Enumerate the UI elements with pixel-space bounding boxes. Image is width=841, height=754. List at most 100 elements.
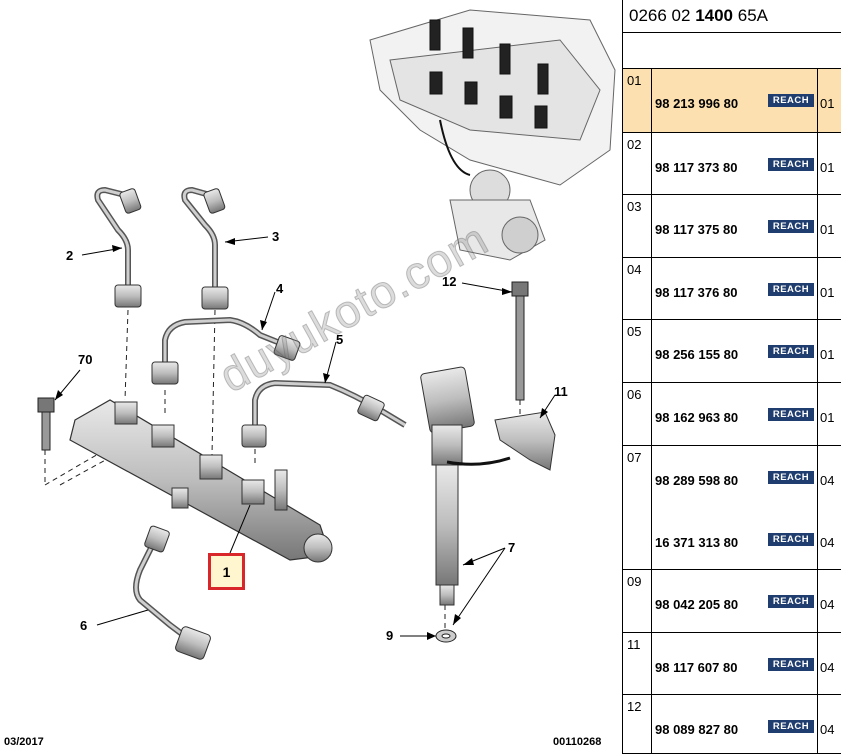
row-divider: [651, 695, 652, 753]
pipe-4: [151, 316, 301, 385]
part-reference[interactable]: 98 289 598 80: [655, 473, 739, 488]
part-quantity: 01: [820, 160, 835, 175]
callout-11[interactable]: 11: [554, 384, 568, 399]
part-reference[interactable]: 98 117 607 80: [655, 660, 738, 675]
callout-arrowheads: [55, 238, 548, 640]
row-position: 03: [627, 199, 642, 214]
exploded-parts-diagram: duyukoto.com 2 3 4 5 6 7 9 11 12 70 1 03…: [4, 9, 616, 748]
part-reference[interactable]: 98 117 376 80: [655, 285, 738, 300]
part-quantity: 04: [820, 722, 835, 737]
row-divider: [651, 383, 652, 445]
header-prefix: 0266 02: [629, 6, 696, 25]
parts-row-09[interactable]: 09 98 042 205 80 REACH 04: [623, 570, 841, 633]
callout-4[interactable]: 4: [276, 281, 284, 296]
row-position: 01: [627, 73, 642, 88]
part-quantity: 04: [820, 597, 835, 612]
parts-row-07[interactable]: 07 98 289 598 80 REACH 04 16 371 313 80 REACH…: [623, 446, 841, 570]
part-quantity: 04: [820, 473, 835, 488]
engine-overview-thumbnail: [369, 9, 616, 261]
row-divider: [817, 320, 818, 382]
panel-blank-row: [623, 33, 841, 69]
panel-header: 0266 02 1400 65A: [623, 0, 841, 33]
callout-3[interactable]: 3: [272, 229, 280, 244]
row-divider: [817, 69, 818, 132]
row-position: 05: [627, 324, 642, 339]
part-quantity: 01: [820, 222, 835, 237]
row-divider: [817, 258, 818, 319]
part-reference[interactable]: 98 117 373 80: [655, 160, 738, 175]
callout-6[interactable]: 6: [80, 618, 88, 633]
parts-row-01[interactable]: 01 98 213 996 80 REACH 01: [623, 69, 841, 133]
row-divider: [651, 570, 652, 632]
row-divider: [817, 133, 818, 194]
callout-5[interactable]: 5: [336, 332, 344, 347]
reach-badge-icon: REACH: [768, 533, 814, 546]
part-reference[interactable]: 98 117 375 80: [655, 222, 738, 237]
reach-badge-icon: REACH: [768, 283, 814, 296]
part-quantity: 01: [820, 410, 835, 425]
part-quantity: 01: [820, 96, 835, 111]
bolt-70: [37, 397, 55, 451]
row-divider: [651, 69, 652, 132]
reach-badge-icon: REACH: [768, 158, 814, 171]
parts-row-03[interactable]: 03 98 117 375 80 REACH 01: [623, 195, 841, 258]
part-quantity: 04: [820, 535, 835, 550]
part-reference[interactable]: 98 042 205 80: [655, 597, 739, 612]
part-quantity: 01: [820, 347, 835, 362]
row-position: 09: [627, 574, 642, 589]
reach-badge-icon: REACH: [768, 595, 814, 608]
row-divider: [651, 320, 652, 382]
row-position: 02: [627, 137, 642, 152]
callout-7[interactable]: 7: [508, 540, 516, 555]
part-reference[interactable]: 98 162 963 80: [655, 410, 739, 425]
washer-9: [435, 629, 457, 643]
reach-badge-icon: REACH: [768, 408, 814, 421]
row-divider: [651, 633, 652, 694]
part-reference[interactable]: 98 089 827 80: [655, 722, 739, 737]
header-bold: 1400: [695, 6, 734, 25]
header-suffix: 65A: [733, 6, 768, 25]
reach-badge-icon: REACH: [768, 471, 814, 484]
parts-row-05[interactable]: 05 98 256 155 80 REACH 01: [623, 320, 841, 383]
pipe-2: [94, 186, 142, 308]
fuel-rail: [69, 399, 333, 563]
row-divider: [651, 446, 652, 569]
row-divider: [817, 570, 818, 632]
callout-9[interactable]: 9: [386, 628, 394, 643]
row-position: 12: [627, 699, 642, 714]
diagram-date: 03/2017: [4, 736, 44, 748]
callout-1-highlighted[interactable]: 1: [208, 553, 245, 590]
pipe-3: [181, 186, 229, 310]
injector-7: [420, 366, 511, 606]
row-divider: [651, 133, 652, 194]
diagram-drawing: [37, 9, 616, 660]
row-divider: [817, 383, 818, 445]
part-reference[interactable]: 98 256 155 80: [655, 347, 739, 362]
row-divider: [817, 446, 818, 569]
part-reference[interactable]: 16 371 313 80: [655, 535, 739, 550]
pipe-6: [133, 525, 211, 660]
row-divider: [817, 633, 818, 694]
row-divider: [817, 195, 818, 257]
bolt-12: [511, 281, 529, 401]
row-position: 07: [627, 450, 642, 465]
row-divider: [651, 258, 652, 319]
reach-badge-icon: REACH: [768, 220, 814, 233]
row-divider: [651, 195, 652, 257]
part-reference[interactable]: 98 213 996 80: [655, 96, 739, 111]
row-position: 11: [627, 637, 641, 652]
reach-badge-icon: REACH: [768, 94, 814, 107]
callout-12[interactable]: 12: [442, 274, 457, 289]
reach-badge-icon: REACH: [768, 345, 814, 358]
callout-70[interactable]: 70: [78, 352, 93, 367]
part-quantity: 01: [820, 285, 835, 300]
diagram-number: 00110268: [553, 736, 602, 748]
parts-row-02[interactable]: 02 98 117 373 80 REACH 01: [623, 133, 841, 195]
reach-badge-icon: REACH: [768, 658, 814, 671]
callout-2[interactable]: 2: [66, 248, 74, 263]
